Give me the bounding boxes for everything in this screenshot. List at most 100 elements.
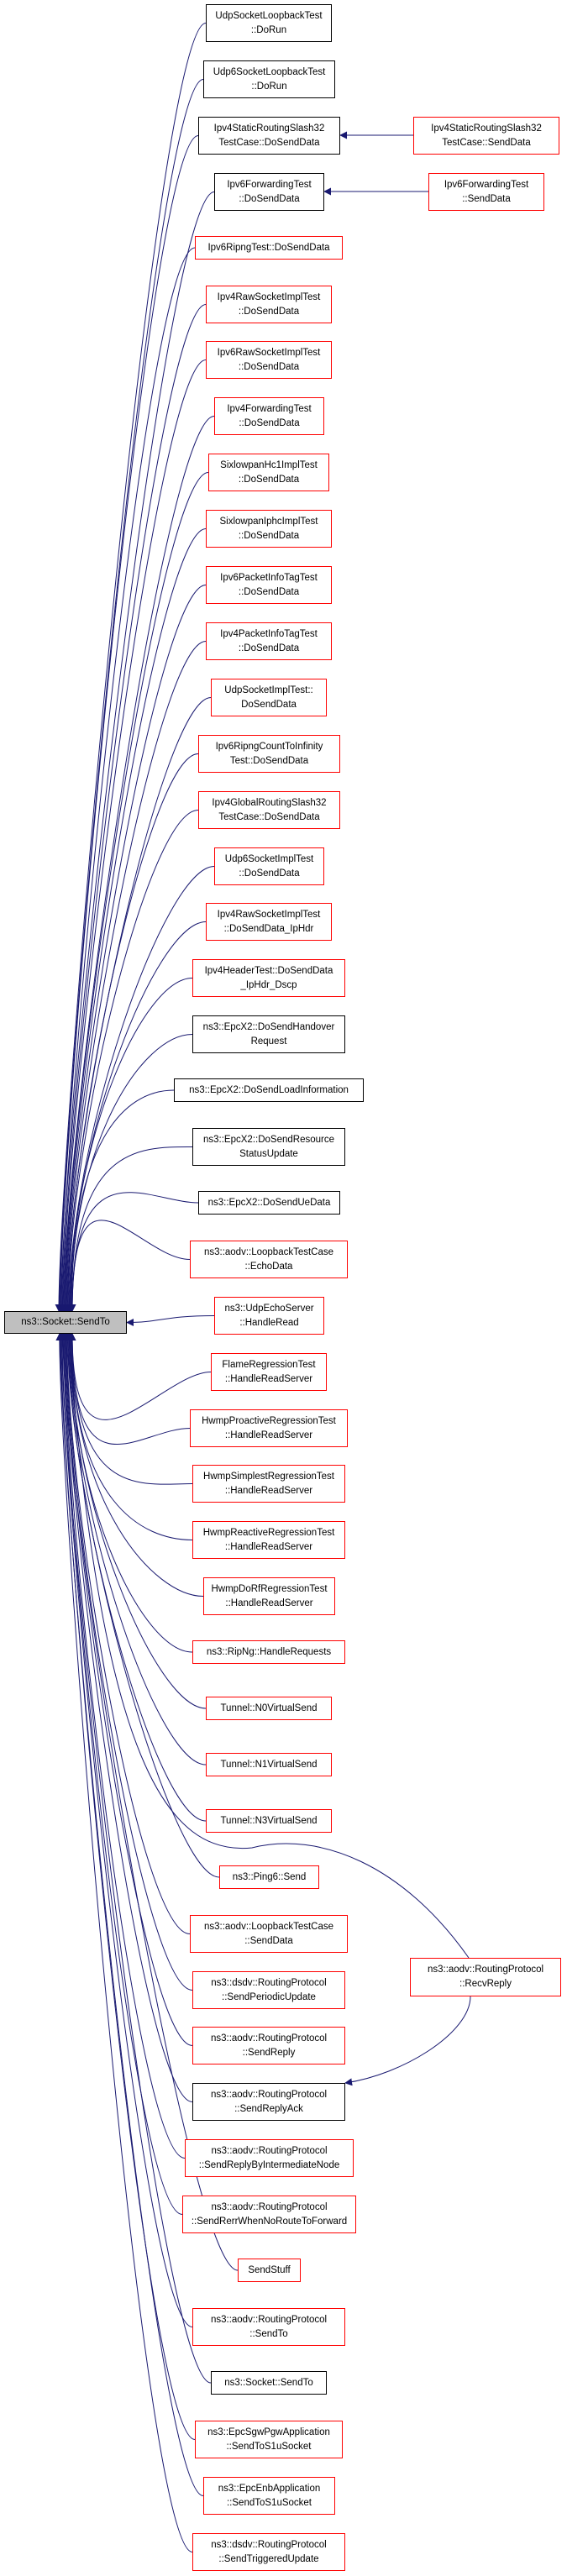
caller-node[interactable]: HwmpDoRfRegressionTest ::HandleReadServe… [203,1577,335,1615]
node-label: HwmpProactiveRegressionTest ::HandleRead… [202,1415,336,1440]
caller-node[interactable]: UdpSocketLoopbackTest ::DoRun [206,4,332,42]
caller-node[interactable]: ns3::aodv::RoutingProtocol ::SendReplyAc… [192,2083,345,2121]
caller-node[interactable]: ns3::aodv::LoopbackTestCase ::SendData [190,1915,348,1953]
second-level-node[interactable]: Ipv4StaticRoutingSlash32 TestCase::SendD… [413,117,559,155]
caller-node[interactable]: Ipv4GlobalRoutingSlash32 TestCase::DoSen… [198,791,340,829]
node-label: ns3::EpcX2::DoSendLoadInformation [189,1084,349,1095]
node-label: Tunnel::N1VirtualSend [220,1759,318,1770]
node-label: HwmpDoRfRegressionTest ::HandleReadServe… [211,1583,328,1608]
call-edge [56,135,199,1312]
second-level-node[interactable]: ns3::aodv::RoutingProtocol ::RecvReply [410,1958,561,1996]
caller-node[interactable]: ns3::Socket::SendTo [211,2371,327,2395]
caller-node[interactable]: ns3::aodv::RoutingProtocol ::SendTo [192,2308,345,2346]
caller-node[interactable]: SixlowpanIphcImplTest ::DoSendData [206,510,332,548]
caller-node[interactable]: UdpSocketImplTest:: DoSendData [211,679,327,716]
caller-node[interactable]: ns3::EpcX2::DoSendLoadInformation [174,1078,364,1102]
caller-node[interactable]: Udp6SocketImplTest ::DoSendData [214,847,324,885]
node-label: ns3::Socket::SendTo [21,1317,110,1327]
node-label: ns3::RipNg::HandleRequests [206,1646,332,1657]
node-label: ns3::aodv::LoopbackTestCase ::EchoData [203,1246,334,1272]
call-edge [67,1089,175,1312]
caller-node[interactable]: Ipv6RipngCountToInfinity Test::DoSendDat… [198,735,340,773]
caller-node[interactable]: ns3::Ping6::Send [219,1865,319,1889]
caller-node[interactable]: HwmpProactiveRegressionTest ::HandleRead… [190,1409,348,1447]
caller-node[interactable]: ns3::aodv::RoutingProtocol ::SendRerrWhe… [182,2196,356,2233]
call-edge [55,1333,193,2552]
node-label: ns3::aodv::RoutingProtocol ::SendReply [210,2033,328,2058]
caller-node[interactable]: ns3::EpcX2::DoSendUeData [198,1191,340,1215]
node-label: ns3::aodv::RoutingProtocol ::SendReplyBy… [198,2145,340,2170]
call-edge [62,641,207,1312]
call-edge [60,472,209,1312]
node-label: SixlowpanHc1ImplTest ::DoSendData [220,459,318,485]
caller-node[interactable]: ns3::dsdv::RoutingProtocol ::SendTrigger… [192,2533,345,2571]
caller-node[interactable]: Tunnel::N1VirtualSend [206,1753,332,1776]
node-label: HwmpReactiveRegressionTest ::HandleReadS… [202,1527,335,1552]
call-edge [65,866,215,1312]
node-label: ns3::aodv::RoutingProtocol ::SendReplyAc… [210,2089,328,2114]
node-label: Ipv4HeaderTest::DoSendData _IpHdr_Dscp [204,965,333,990]
caller-node[interactable]: HwmpSimplestRegressionTest ::HandleReadS… [192,1465,345,1503]
call-edge [63,753,199,1312]
node-label: ns3::UdpEchoServer ::HandleRead [224,1303,314,1328]
call-edge [66,1333,207,1709]
caller-node[interactable]: Ipv4ForwardingTest ::DoSendData [214,397,324,435]
caller-node[interactable]: ns3::EpcEnbApplication ::SendToS1uSocket [203,2477,335,2515]
caller-node[interactable]: ns3::EpcSgwPgwApplication ::SendToS1uSoc… [195,2421,343,2458]
node-label: ns3::aodv::LoopbackTestCase ::SendData [203,1921,334,1946]
caller-node[interactable]: Ipv4HeaderTest::DoSendData _IpHdr_Dscp [192,959,345,997]
call-edge [61,585,207,1312]
caller-node[interactable]: Tunnel::N3VirtualSend [206,1809,332,1833]
caller-node[interactable]: SendStuff [238,2259,301,2282]
call-edge [68,1333,212,1420]
caller-node[interactable]: ns3::aodv::RoutingProtocol ::SendReply [192,2027,345,2064]
call-edge [55,79,204,1312]
root-node[interactable]: ns3::Socket::SendTo [4,1311,127,1334]
caller-node[interactable]: Ipv4PacketInfoTagTest ::DoSendData [206,622,332,660]
node-label: ns3::EpcX2::DoSendHandover Request [202,1021,335,1047]
caller-node[interactable]: ns3::aodv::LoopbackTestCase ::EchoData [190,1241,348,1278]
call-edge [62,1333,193,1991]
node-label: Ipv6PacketInfoTagTest ::DoSendData [220,572,318,597]
caller-node[interactable]: HwmpReactiveRegressionTest ::HandleReadS… [192,1521,345,1559]
node-label: Tunnel::N0VirtualSend [220,1702,318,1713]
caller-node[interactable]: Ipv6PacketInfoTagTest ::DoSendData [206,566,332,604]
node-label: Ipv4StaticRoutingSlash32 TestCase::DoSen… [213,123,325,148]
caller-node[interactable]: ns3::aodv::RoutingProtocol ::SendReplyBy… [185,2139,354,2177]
caller-node[interactable]: Ipv4StaticRoutingSlash32 TestCase::DoSen… [198,117,340,155]
node-label: Udp6SocketImplTest ::DoSendData [224,853,314,879]
call-edge [60,1333,183,2215]
caller-node[interactable]: Ipv6ForwardingTest ::DoSendData [214,173,324,211]
caller-node[interactable]: Ipv6RawSocketImplTest ::DoSendData [206,341,332,379]
caller-node[interactable]: ns3::RipNg::HandleRequests [192,1640,345,1664]
caller-node[interactable]: ns3::EpcX2::DoSendResource StatusUpdate [192,1128,345,1166]
caller-node[interactable]: Ipv4RawSocketImplTest ::DoSendData [206,286,332,323]
node-label: Ipv6RipngTest::DoSendData [207,242,330,253]
caller-node[interactable]: ns3::dsdv::RoutingProtocol ::SendPeriodi… [192,1971,345,2009]
caller-node[interactable]: SixlowpanHc1ImplTest ::DoSendData [208,454,329,491]
call-edge [59,359,207,1312]
call-edge [66,1333,204,1597]
caller-node[interactable]: Ipv6RipngTest::DoSendData [195,236,343,260]
caller-node[interactable]: FlameRegressionTest ::HandleReadServer [211,1353,327,1391]
call-edge [60,1333,193,2102]
node-label: ns3::EpcX2::DoSendResource StatusUpdate [203,1134,334,1159]
node-label: ns3::aodv::RoutingProtocol ::RecvReply [427,1965,544,1989]
caller-node[interactable]: ns3::EpcX2::DoSendHandover Request [192,1015,345,1053]
node-label: Ipv4GlobalRoutingSlash32 TestCase::DoSen… [212,797,327,822]
node-label: Ipv4ForwardingTest ::DoSendData [227,403,312,428]
node-label: ns3::dsdv::RoutingProtocol ::SendTrigger… [211,2539,327,2564]
second-level-node[interactable]: Ipv6ForwardingTest ::SendData [428,173,544,211]
call-edge [67,1333,193,1540]
node-label: ns3::EpcX2::DoSendUeData [207,1197,331,1208]
caller-node[interactable]: Ipv4RawSocketImplTest ::DoSendData_IpHdr [206,903,332,941]
caller-node[interactable]: ns3::UdpEchoServer ::HandleRead [214,1297,324,1335]
call-edge [66,978,193,1312]
caller-node[interactable]: Tunnel::N0VirtualSend [206,1697,332,1720]
node-label: Tunnel::N3VirtualSend [220,1815,318,1826]
caller-node[interactable]: Udp6SocketLoopbackTest ::DoRun [203,60,335,98]
node-label: ns3::dsdv::RoutingProtocol ::SendPeriodi… [211,1977,327,2002]
node-label: ns3::aodv::RoutingProtocol ::SendTo [210,2314,328,2339]
call-edge [68,1333,193,1485]
node-label: Ipv4RawSocketImplTest ::DoSendData_IpHdr [217,909,321,934]
